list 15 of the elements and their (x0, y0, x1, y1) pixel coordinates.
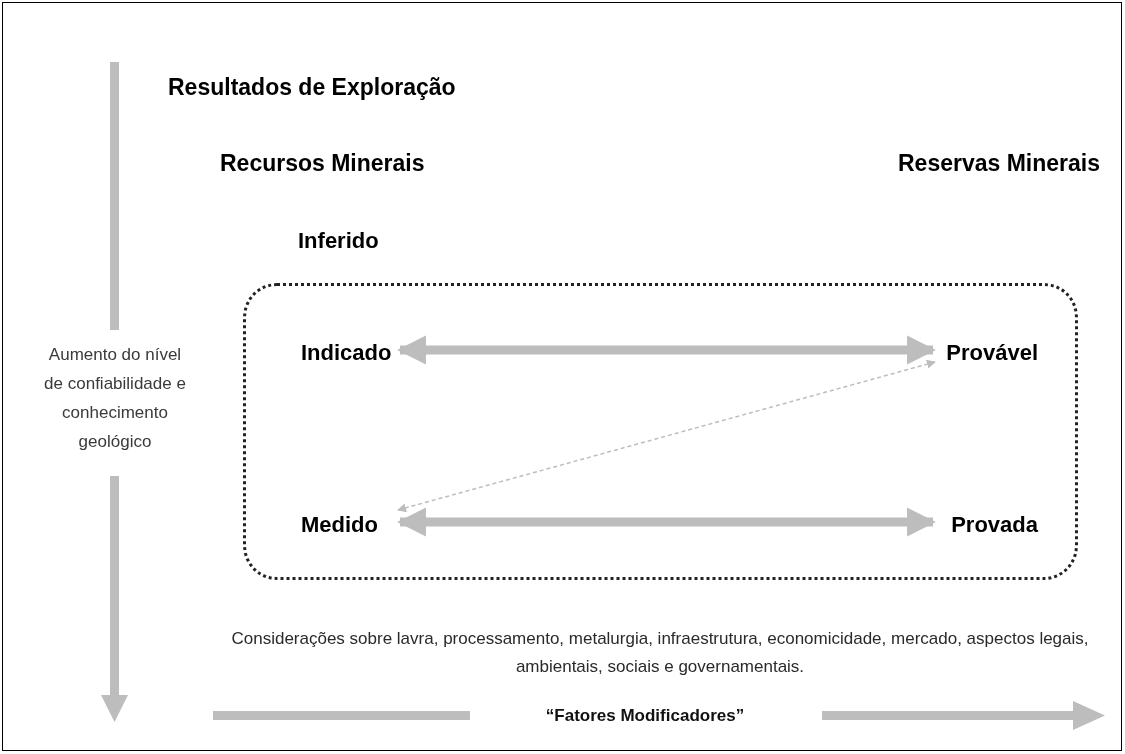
note-text: Considerações sobre lavra, processamento, metalurgia, infraestrutura, economicidade, mercado, aspectos legais, ambientais, sociais e governamentais. (230, 628, 1090, 678)
dotted-group-box (243, 283, 1078, 580)
heading-label: Inferido (298, 227, 380, 255)
axis-label: Aumento do nível de confiabilidade e conhecimento geológico (43, 344, 187, 453)
category-label: Medido (301, 509, 401, 541)
heading-label: Recursos Minerais (220, 149, 426, 178)
double-arrow (397, 507, 936, 537)
category-label: Provável (938, 337, 1038, 369)
heading-label: Reservas Minerais (897, 149, 1100, 178)
double-arrow (397, 335, 936, 365)
double-arrow (397, 359, 936, 513)
category-label: Indicado (301, 337, 401, 369)
heading-label: Resultados de Exploração (168, 73, 457, 102)
category-label: Provada (938, 509, 1038, 541)
arrow-label: “Fatores Modificadores” (544, 705, 746, 727)
